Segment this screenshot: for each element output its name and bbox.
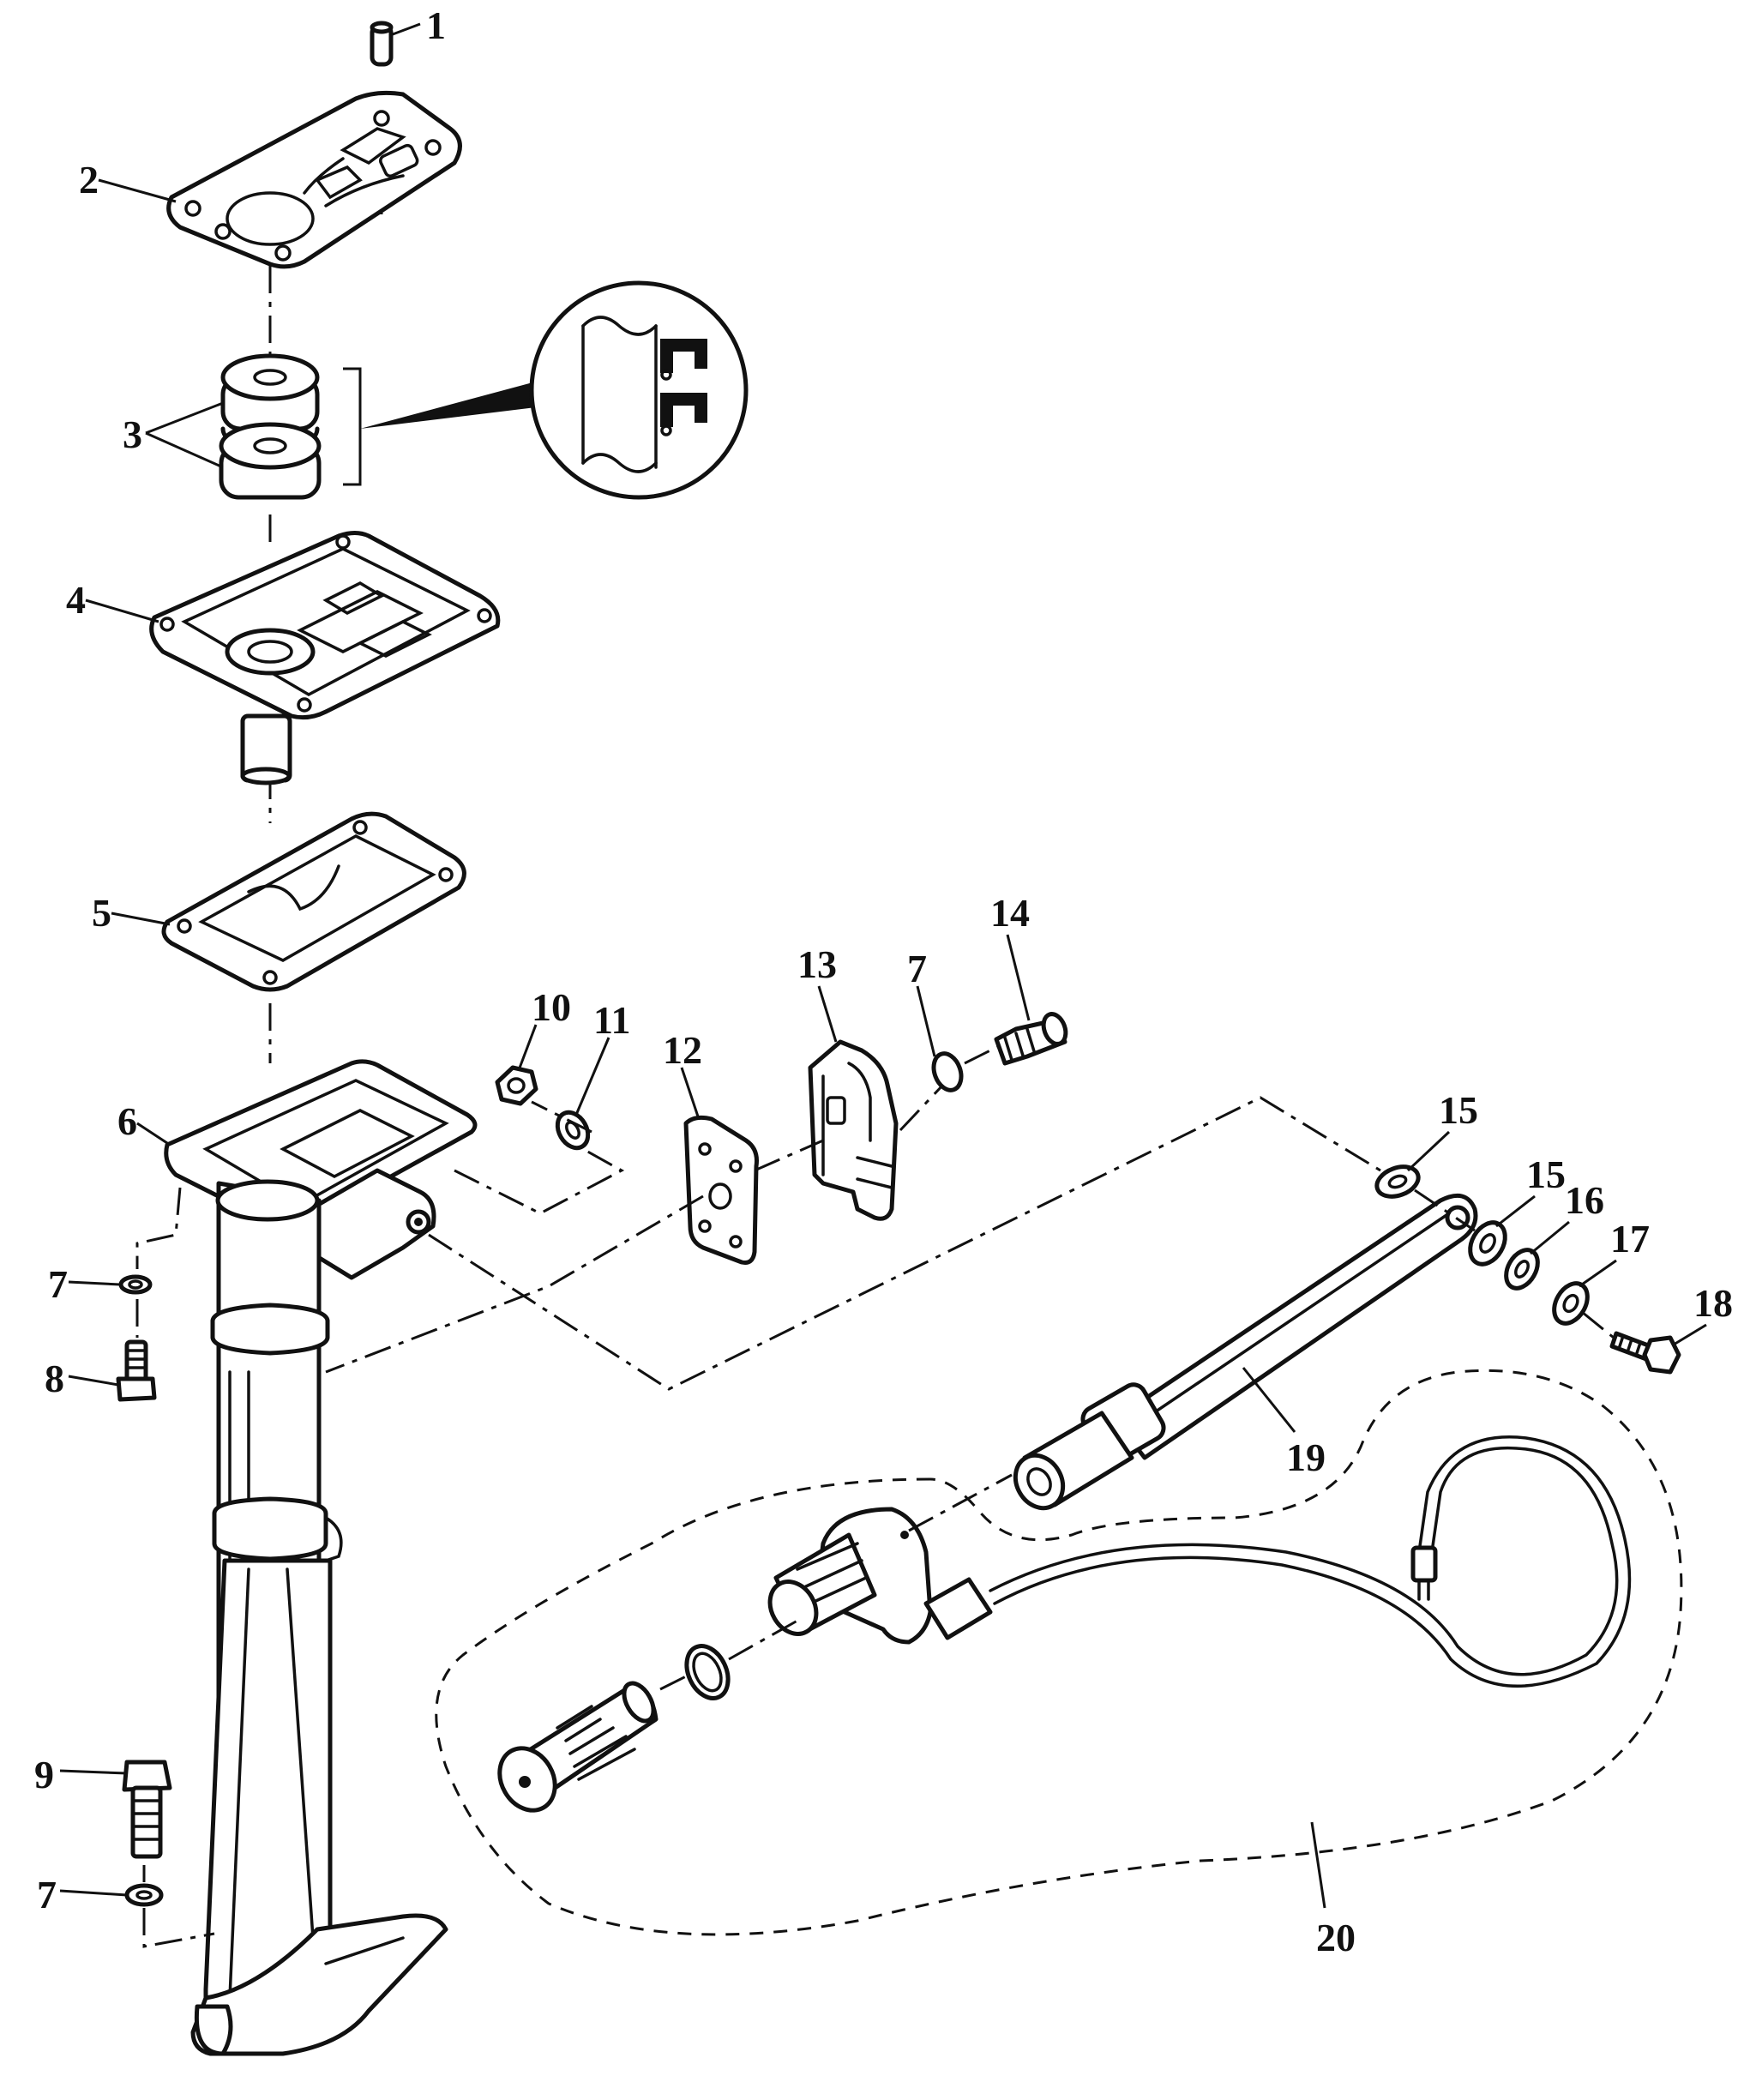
- part-3-rubber-mounts: [219, 353, 536, 500]
- part-16-washer: [1504, 1248, 1540, 1291]
- callout-20: 20: [1316, 1916, 1356, 1959]
- part-1-dowel-pin: [370, 21, 394, 67]
- mount-section-detail: [529, 280, 749, 500]
- part-5-lower-gasket: [161, 811, 466, 992]
- part-8-bolt: [116, 1339, 157, 1402]
- part-7-washer-upper: [931, 1051, 964, 1092]
- callout-3: 3: [123, 412, 142, 456]
- part-10-nut: [495, 1065, 538, 1106]
- part-12-friction-plate: [683, 1115, 759, 1265]
- callout-12: 12: [663, 1028, 702, 1072]
- callout-5: 5: [92, 891, 111, 935]
- part-7-washer-left: [118, 1274, 153, 1295]
- grip-knurl-pattern: [556, 1705, 636, 1781]
- part-19-tiller-arm: [1013, 1193, 1478, 1511]
- part-6-bracket-housing: [164, 1059, 478, 2056]
- leader-lines: [59, 22, 1707, 1909]
- part-7-washer-lower: [124, 1883, 164, 1907]
- callout-6: 6: [117, 1099, 137, 1143]
- part-13-friction-knob: [808, 1039, 899, 1221]
- callout-2: 2: [79, 158, 99, 202]
- part-11-washer: [555, 1110, 591, 1151]
- callout-7-lower: 7: [37, 1873, 57, 1916]
- callout-18: 18: [1693, 1281, 1733, 1325]
- part-4-mounting-plate: [149, 531, 501, 785]
- callout-7-left: 7: [48, 1262, 68, 1306]
- part-9-bolt: [122, 1760, 172, 1859]
- assembly-guide-lines: [135, 1044, 1615, 1948]
- part-18-bolt: [1609, 1331, 1681, 1375]
- callout-17: 17: [1610, 1217, 1650, 1261]
- part-2-upper-gasket: [166, 90, 462, 269]
- part-20-throttle-grip-assembly: [435, 1369, 1683, 1936]
- callout-8: 8: [45, 1357, 64, 1400]
- callout-4: 4: [66, 578, 86, 622]
- callout-13: 13: [797, 942, 837, 986]
- callout-labels: 1 2 3 4 5 6 7 7 7 8 9 10 11 12 13 14 15 …: [34, 3, 1733, 1959]
- part-14-screw: [994, 1012, 1068, 1066]
- callout-15-lower: 15: [1526, 1152, 1566, 1196]
- callout-16: 16: [1565, 1178, 1604, 1222]
- callout-15-upper: 15: [1439, 1088, 1478, 1132]
- callout-14: 14: [990, 891, 1030, 935]
- callout-7-upper: 7: [907, 947, 927, 990]
- callout-1: 1: [426, 3, 446, 47]
- callout-11: 11: [593, 998, 630, 1042]
- callout-10: 10: [532, 985, 571, 1029]
- part-15-washer-upper: [1374, 1164, 1421, 1199]
- part-17-washer: [1552, 1281, 1590, 1326]
- callout-19: 19: [1286, 1435, 1326, 1479]
- callout-9: 9: [34, 1753, 54, 1796]
